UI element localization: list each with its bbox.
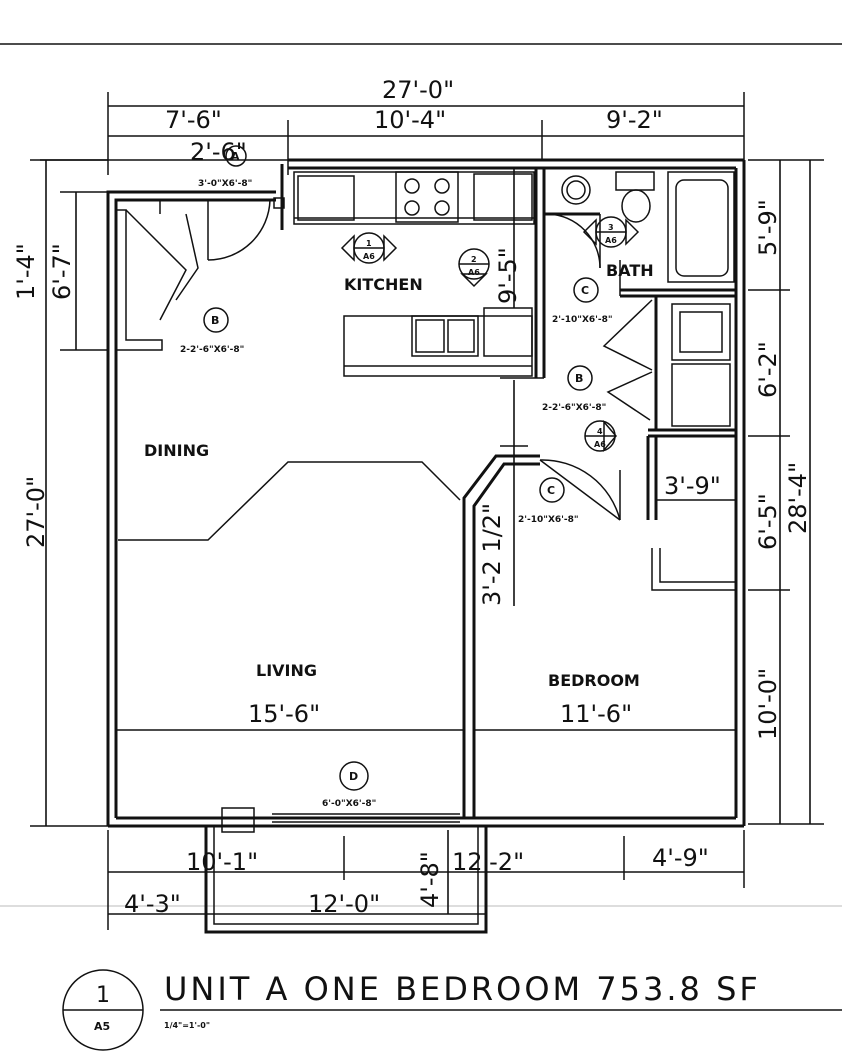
dim-bedroom-width: 11'-6" — [560, 700, 632, 728]
dim-bottom-3: 4'-9" — [652, 844, 709, 872]
kitchen-upper-counter — [293, 171, 535, 225]
svg-text:A6: A6 — [605, 236, 617, 245]
bottom-dimensions: 10'-1" 12'-2" 4'-9" 4'-3" 12'-0" 4'-8" — [107, 826, 745, 930]
entry-door — [207, 197, 285, 261]
dim-living-width: 15'-6" — [248, 700, 320, 728]
door-tag-b2: B — [567, 365, 593, 391]
svg-text:A6: A6 — [363, 252, 375, 261]
dim-overall-left: 27'-0" — [22, 476, 50, 548]
room-label-kitchen: KITCHEN — [344, 275, 423, 294]
closet-dim: 3'-9" — [656, 472, 736, 501]
drawing-scale: 1/4"=1'-0" — [164, 1021, 210, 1030]
dim-bottom-2: 12'-2" — [452, 848, 524, 876]
section-ref-2: 2 A6 — [458, 248, 490, 288]
door-tag-c2: C — [539, 477, 565, 503]
dining-living-boundary — [118, 461, 461, 541]
dim-top-2: 10'-4" — [374, 106, 446, 134]
right-dimensions: 5'-9" 6'-2" 6'-5" 10'-0" 28'-4" — [748, 159, 824, 825]
svg-text:3: 3 — [608, 223, 614, 232]
section-ref-4: 4 A6 — [584, 419, 617, 453]
door-note-closet-b1: 2-2'-6"X6'-8" — [180, 345, 244, 355]
dim-bottom-1: 10'-1" — [186, 848, 258, 876]
svg-text:C: C — [581, 284, 589, 297]
svg-text:1: 1 — [366, 239, 372, 248]
svg-text:B: B — [211, 314, 219, 327]
dim-overall-top: 27'-0" — [382, 76, 454, 104]
dim-closet: 3'-9" — [664, 472, 721, 500]
dim-right-3: 6'-5" — [754, 493, 782, 550]
door-note-closet-b2: 2-2'-6"X6'-8" — [542, 403, 606, 413]
dim-overall-right: 28'-4" — [784, 462, 812, 534]
dim-bottom-4: 4'-3" — [124, 890, 181, 918]
dim-bottom-6: 4'-8" — [416, 851, 444, 908]
entry-closet — [116, 200, 199, 351]
door-note-patio: 6'-0"X6'-8" — [322, 799, 376, 809]
patio-door — [272, 813, 680, 823]
laundry-closet — [602, 299, 731, 427]
hall-dim: 3'-2 1/2" — [478, 380, 528, 606]
dim-kitchen-depth: 9'-5" — [494, 247, 522, 304]
svg-text:C: C — [547, 484, 555, 497]
dim-bottom-5: 12'-0" — [308, 890, 380, 918]
kitchen-depth-dim: 9'-5" — [494, 168, 522, 308]
svg-text:B: B — [575, 372, 583, 385]
door-tag-b1: B — [203, 307, 229, 333]
dim-top-3: 9'-2" — [606, 106, 663, 134]
door-tag-d: D — [339, 761, 369, 791]
dim-hall-width: 3'-2 1/2" — [478, 503, 506, 606]
title-block: 1 A5 UNIT A ONE BEDROOM 753.8 SF 1/4"=1'… — [62, 969, 761, 1051]
svg-text:A6: A6 — [594, 440, 606, 449]
interior-walls — [462, 168, 736, 818]
door-note-bedroom: 2'-10"X6'-8" — [518, 515, 579, 525]
room-label-dining: DINING — [144, 441, 209, 460]
svg-text:D: D — [349, 770, 358, 783]
drawing-title: UNIT A ONE BEDROOM 753.8 SF — [164, 970, 761, 1008]
dim-entry-width: 2'-6" — [190, 138, 247, 166]
svg-text:A6: A6 — [468, 268, 480, 277]
room-width-dims: 15'-6" 11'-6" — [116, 700, 736, 731]
door-tag-c1: C — [573, 277, 599, 303]
door-note-bath: 2'-10"X6'-8" — [552, 315, 613, 325]
dim-right-1: 5'-9" — [754, 199, 782, 256]
bedroom-door — [539, 459, 621, 521]
svg-text:A: A — [231, 150, 240, 163]
section-ref-1: 1 A6 — [340, 232, 398, 264]
dim-left-2: 6'-7" — [48, 243, 76, 300]
bath-fixtures — [547, 171, 735, 283]
dim-right-4: 10'-0" — [754, 668, 782, 740]
dim-left-1: 1'-4" — [12, 243, 40, 300]
room-label-bedroom: BEDROOM — [548, 671, 640, 690]
dim-top-1: 7'-6" — [165, 106, 222, 134]
title-sheet-number: A5 — [94, 1020, 110, 1033]
room-label-living: LIVING — [256, 661, 317, 680]
door-note-entry: 3'-0"X6'-8" — [198, 179, 252, 189]
room-label-bath: BATH — [606, 261, 654, 280]
patio — [204, 807, 488, 934]
section-ref-3: 3 A6 — [582, 216, 640, 248]
kitchen-island — [343, 307, 533, 377]
door-tag-a: A — [225, 145, 247, 167]
svg-text:4: 4 — [597, 427, 603, 436]
left-dimensions: 1'-4" 6'-7" 27'-0" — [12, 159, 108, 827]
title-detail-number: 1 — [96, 983, 110, 1008]
svg-text:2: 2 — [471, 255, 477, 264]
dim-right-2: 6'-2" — [754, 341, 782, 398]
